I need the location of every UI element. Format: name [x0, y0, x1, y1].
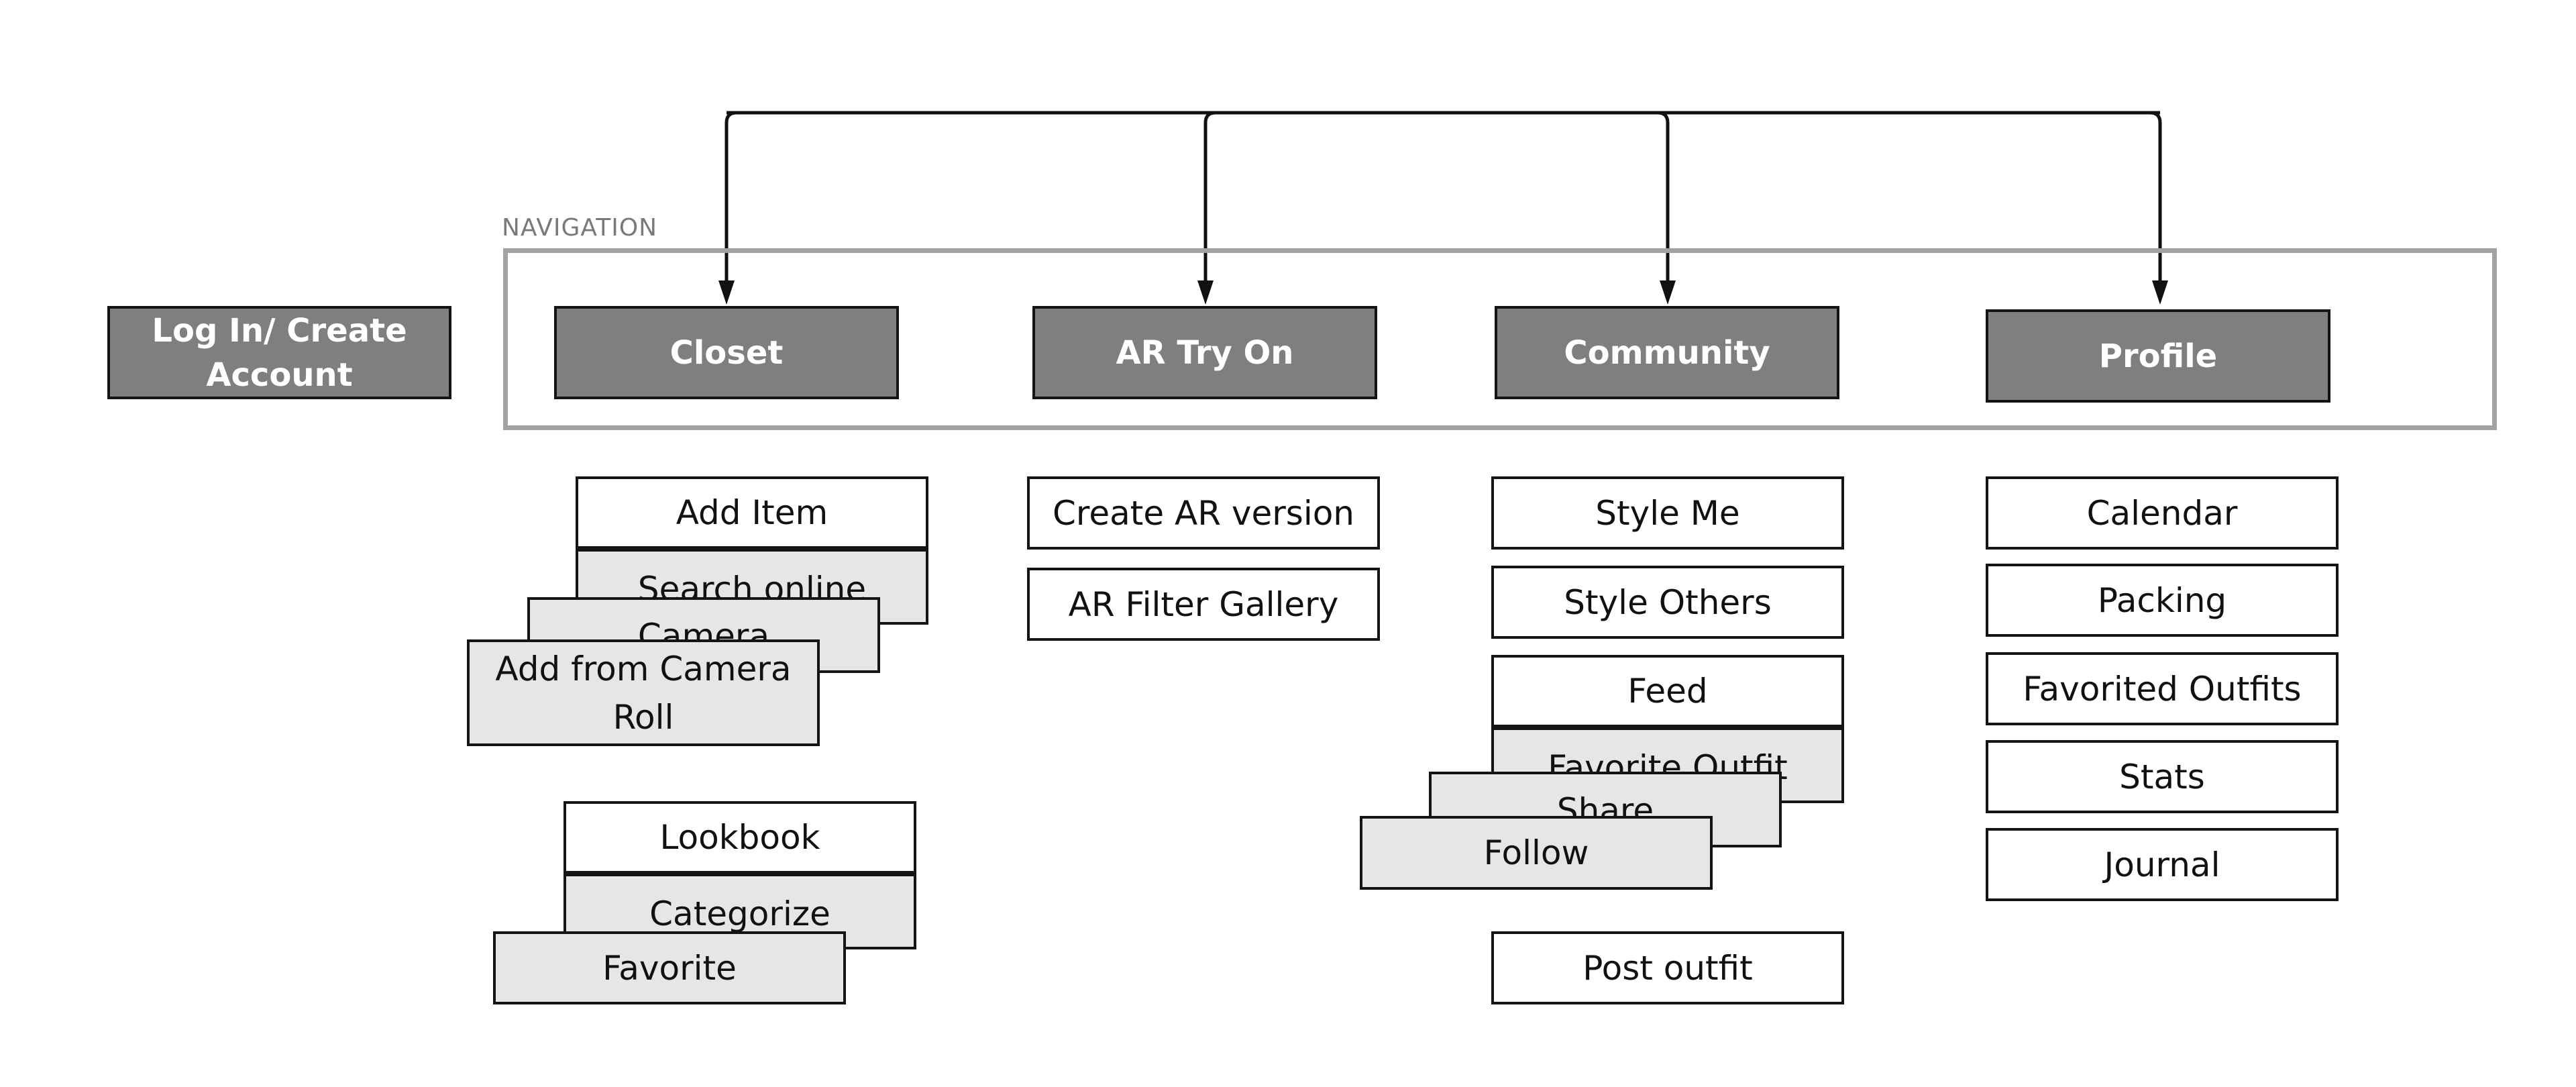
community-style-me[interactable]: Style Me [1491, 476, 1844, 550]
closet-categorize-label: Categorize [649, 894, 830, 933]
closet-favorite-label: Favorite [602, 948, 737, 988]
community-follow-label: Follow [1483, 833, 1589, 872]
nav-closet-label: Closet [669, 333, 784, 372]
ar-filter-gallery[interactable]: AR Filter Gallery [1027, 568, 1380, 641]
community-style-me-label: Style Me [1595, 493, 1740, 533]
profile-packing-label: Packing [2097, 580, 2227, 620]
nav-profile[interactable]: Profile [1986, 309, 2330, 403]
community-post-outfit[interactable]: Post outfit [1491, 931, 1844, 1004]
profile-favorited-outfits-label: Favorited Outfits [2023, 669, 2302, 709]
nav-profile-label: Profile [2098, 337, 2218, 375]
closet-lookbook-label: Lookbook [659, 818, 820, 857]
profile-stats[interactable]: Stats [1986, 740, 2339, 813]
community-style-others-label: Style Others [1564, 582, 1772, 622]
nav-ar-try-on-label: AR Try On [1116, 333, 1294, 372]
ar-filter-gallery-label: AR Filter Gallery [1068, 584, 1339, 624]
closet-add-item[interactable]: Add Item [576, 476, 928, 552]
closet-favorite[interactable]: Favorite [493, 931, 846, 1004]
arrowhead-closet [718, 280, 735, 305]
connector-to-ar-try-on [1203, 111, 1216, 282]
profile-journal-label: Journal [2104, 845, 2220, 884]
profile-calendar[interactable]: Calendar [1986, 476, 2339, 550]
connector-to-profile [2149, 111, 2162, 282]
arrowhead-ar-try-on [1197, 280, 1214, 305]
login-create-account-box[interactable]: Log In/ Create Account [107, 306, 451, 399]
navigation-frame [503, 248, 2497, 430]
ar-create-ar-version-label: Create AR version [1053, 493, 1354, 533]
profile-favorited-outfits[interactable]: Favorited Outfits [1986, 652, 2339, 725]
profile-stats-label: Stats [2119, 757, 2205, 796]
connector-to-closet [724, 111, 737, 282]
community-style-others[interactable]: Style Others [1491, 566, 1844, 639]
profile-journal[interactable]: Journal [1986, 828, 2339, 901]
closet-add-from-camera-roll[interactable]: Add from Camera Roll [467, 639, 820, 746]
closet-add-from-camera-roll-label: Add from Camera Roll [495, 649, 792, 737]
arrowhead-community [1660, 280, 1676, 305]
connector-to-community [1657, 111, 1670, 282]
community-feed[interactable]: Feed [1491, 655, 1844, 731]
community-feed-label: Feed [1627, 672, 1708, 711]
arrowhead-profile [2152, 280, 2168, 305]
nav-ar-try-on[interactable]: AR Try On [1032, 306, 1377, 399]
community-post-outfit-label: Post outfit [1582, 948, 1753, 988]
closet-lookbook[interactable]: Lookbook [564, 801, 916, 877]
closet-add-item-label: Add Item [676, 493, 828, 532]
nav-community-label: Community [1564, 333, 1770, 372]
navigation-label: NAVIGATION [502, 214, 658, 242]
profile-packing[interactable]: Packing [1986, 564, 2339, 637]
ar-create-ar-version[interactable]: Create AR version [1027, 476, 1380, 550]
nav-community[interactable]: Community [1495, 306, 1839, 399]
login-create-account-label: Log In/ Create Account [152, 311, 407, 394]
community-follow[interactable]: Follow [1360, 816, 1713, 890]
nav-closet[interactable]: Closet [554, 306, 899, 399]
profile-calendar-label: Calendar [2086, 493, 2238, 533]
